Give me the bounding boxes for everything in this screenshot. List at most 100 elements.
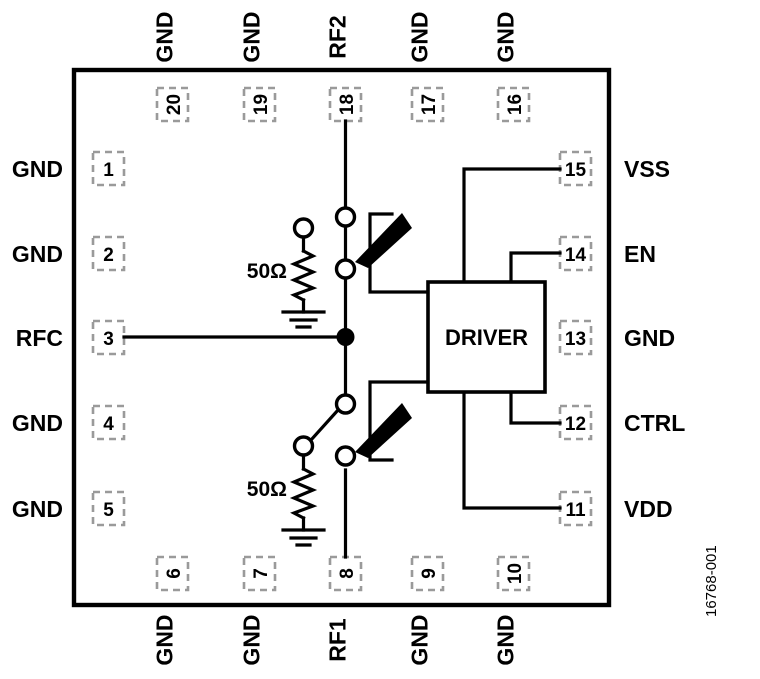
shunt-resistor-top: 50Ω	[247, 217, 326, 329]
pin-17[interactable]: 17 GND	[407, 11, 445, 123]
shunt-top-terminal	[292, 217, 315, 239]
pin-17-label: GND	[407, 11, 433, 62]
pin-19-number: 19	[251, 94, 272, 115]
switch-rf2-pole-top	[334, 206, 357, 228]
pin-8[interactable]: 8 RF1	[325, 555, 363, 662]
pin-17-pad	[410, 86, 445, 123]
pin-5[interactable]: 5 GND	[12, 490, 126, 527]
wire-driver-to-rf1-switch	[368, 380, 430, 462]
pin-15-label: VSS	[624, 156, 670, 182]
pin-19-label: GND	[239, 11, 265, 62]
pin-19-pad	[242, 86, 277, 123]
pin-13[interactable]: 13 GND	[558, 319, 675, 356]
pin-18-pad	[328, 86, 363, 123]
pin-18[interactable]: 18 RF2	[325, 15, 363, 123]
pin-3-label: RFC	[16, 325, 63, 351]
pin-4-number: 4	[103, 414, 114, 435]
pin-9-pad	[410, 555, 445, 592]
wire-ctrl	[509, 388, 562, 425]
rfc-junction-dot	[336, 328, 355, 346]
pin-8-label: RF1	[325, 618, 351, 662]
pin-9-label: GND	[407, 614, 433, 665]
pin-13-pad	[558, 319, 593, 356]
pin-10[interactable]: 10 GND	[493, 555, 531, 666]
pin-3-pad	[91, 319, 126, 356]
switch-rf2-control-arrow-icon	[355, 213, 412, 268]
pin-11-number: 11	[565, 500, 586, 521]
pin-13-number: 13	[565, 329, 586, 350]
pin-4[interactable]: 4 GND	[12, 404, 126, 441]
driver-block-label: DRIVER	[445, 325, 528, 350]
pin-8-number: 8	[337, 568, 358, 579]
pin-16-pad	[496, 86, 531, 123]
driver-block	[426, 280, 547, 394]
wire-vss	[462, 167, 562, 286]
pin-10-label: GND	[493, 614, 519, 665]
pin-16[interactable]: 16 GND	[493, 11, 531, 123]
wire-vdd	[462, 388, 562, 510]
pin-6[interactable]: 6 GND	[152, 555, 190, 666]
pin-20-label: GND	[152, 11, 178, 62]
pin-18-number: 18	[337, 94, 358, 115]
shunt-bottom-terminal	[292, 435, 315, 457]
pin-12[interactable]: 12 CTRL	[558, 404, 685, 441]
pin-1-pad	[91, 150, 126, 187]
pin-1[interactable]: 1 GND	[12, 150, 126, 187]
pin-9[interactable]: 9 GND	[407, 555, 445, 666]
pin-5-pad	[91, 490, 126, 527]
switch-rf1-blade	[308, 407, 341, 443]
pin-7-number: 7	[251, 568, 272, 579]
switch-rf2-pole-bottom	[334, 258, 357, 280]
shunt-resistor-bottom: 50Ω	[247, 435, 326, 547]
switch-rf1-control-arrow-icon	[355, 403, 412, 458]
pin-7-pad	[242, 555, 277, 592]
pin-5-number: 5	[103, 500, 114, 521]
pin-10-pad	[496, 555, 531, 592]
pin-2-number: 2	[103, 245, 114, 266]
pin-6-label: GND	[152, 614, 178, 665]
pin-15-number: 15	[565, 160, 587, 181]
pin-10-number: 10	[505, 563, 526, 584]
package-outline	[71, 67, 612, 608]
pin-18-label: RF2	[325, 15, 351, 58]
pin-12-number: 12	[565, 414, 586, 435]
figure-id-label: 16768-001	[703, 545, 720, 617]
pin-15[interactable]: 15 VSS	[558, 150, 670, 187]
pin-2-pad	[91, 235, 126, 272]
pin-17-number: 17	[419, 94, 440, 115]
pin-2-label: GND	[12, 241, 63, 267]
pin-20[interactable]: 20 GND	[152, 11, 190, 123]
pin-1-label: GND	[12, 156, 63, 182]
pin-13-label: GND	[624, 325, 675, 351]
wire-en	[509, 251, 562, 286]
pin-12-label: CTRL	[624, 410, 685, 436]
pin-9-number: 9	[419, 568, 440, 579]
shunt-top-resistor-zigzag	[289, 248, 318, 303]
pin-3-number: 3	[103, 329, 114, 350]
pin-20-number: 20	[164, 94, 185, 115]
pin-7-label: GND	[239, 614, 265, 665]
pin-14-label: EN	[624, 241, 656, 267]
pin-20-pad	[155, 86, 190, 123]
pin-11[interactable]: 11 VDD	[558, 490, 673, 527]
pin-6-pad	[155, 555, 190, 592]
pin-7[interactable]: 7 GND	[239, 555, 277, 666]
pin-11-label: VDD	[624, 496, 673, 522]
pin-1-number: 1	[103, 160, 114, 181]
shunt-top-value-label: 50Ω	[247, 260, 287, 283]
pin-19[interactable]: 19 GND	[239, 11, 277, 123]
pin-4-label: GND	[12, 410, 63, 436]
pin-14-number: 14	[565, 245, 587, 266]
pin-16-number: 16	[505, 94, 526, 115]
pin-2[interactable]: 2 GND	[12, 235, 126, 272]
pin-6-number: 6	[164, 568, 185, 579]
switch-rf1-pole-bottom	[334, 445, 357, 467]
shunt-bottom-resistor-zigzag	[289, 466, 318, 521]
pin-4-pad	[91, 404, 126, 441]
pin-16-label: GND	[493, 11, 519, 62]
pin-5-label: GND	[12, 496, 63, 522]
shunt-bottom-value-label: 50Ω	[247, 478, 287, 501]
pin-3[interactable]: 3 RFC	[16, 319, 126, 356]
